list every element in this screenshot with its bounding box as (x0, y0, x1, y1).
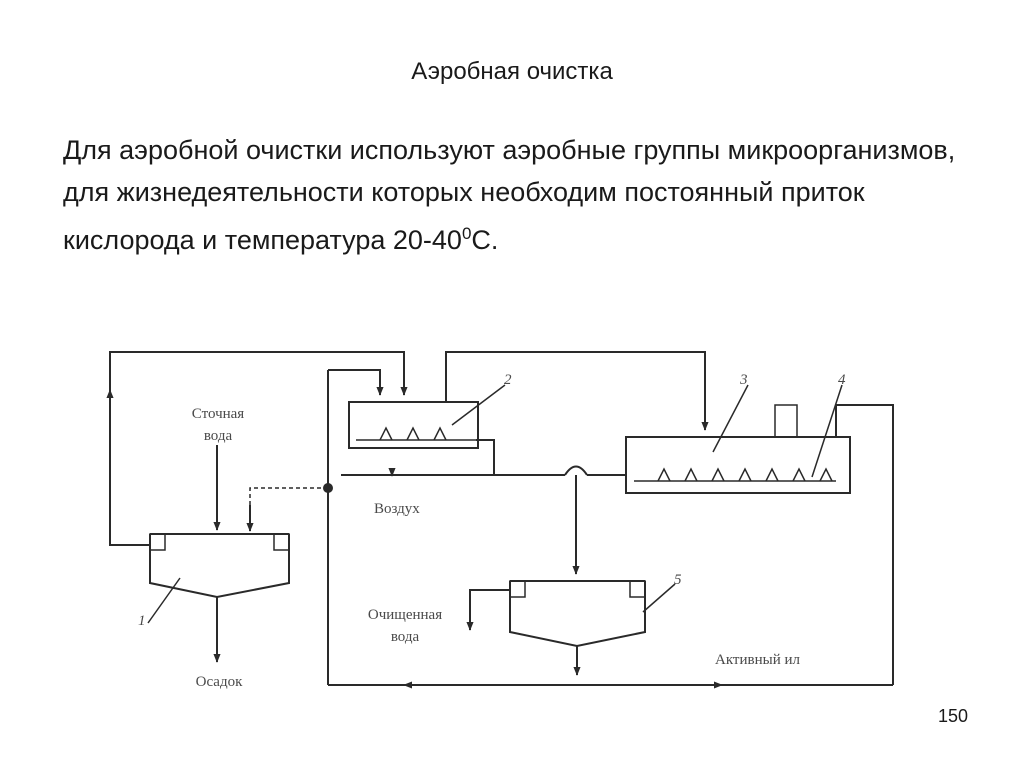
number-4: 4 (838, 372, 846, 388)
recycle-loop-line (109, 351, 408, 546)
aerotank-body (625, 436, 851, 494)
leader-line-1 (147, 577, 181, 624)
leader-line-3 (712, 384, 749, 453)
aerotank-return-line (835, 404, 894, 685)
regenerator-tank (348, 384, 506, 449)
aerotank-diffusers (657, 467, 833, 482)
tank2-to-aerotank-line (445, 351, 709, 431)
slide-title: Аэробная очистка (411, 58, 613, 85)
page-number: 150 (937, 706, 968, 726)
regenerator-tank-body (348, 401, 479, 449)
waste-water-label-1: Сточная (192, 406, 245, 422)
treated-water-label-2: вода (391, 629, 420, 645)
treated-water-arrow (466, 589, 510, 631)
body-paragraph: Для аэробной очистки используют аэробные… (63, 130, 963, 262)
primary-settler (147, 533, 290, 663)
number-5: 5 (674, 572, 682, 588)
aerotank (625, 384, 851, 494)
riser-to-tank2-arrow (328, 369, 384, 396)
leader-line-4 (811, 384, 843, 478)
secondary-settler (509, 580, 676, 676)
aerotank-top-box (774, 404, 798, 438)
number-3: 3 (739, 372, 748, 388)
sediment-label: Осадок (196, 674, 243, 690)
junction-node (323, 483, 333, 493)
dashed-feed-line (249, 487, 328, 530)
air-label: Воздух (374, 501, 420, 517)
primary-settler-trough-right (273, 533, 290, 551)
air-branch-tank2 (476, 439, 495, 475)
air-line-crossover (564, 465, 588, 476)
leader-line-5 (642, 583, 676, 613)
body-text-main: Для аэробной очистки используют аэробные… (63, 135, 956, 255)
regenerator-diffusers (379, 426, 447, 441)
number-2: 2 (504, 372, 512, 388)
active-sludge-label: Активный ил (715, 652, 800, 668)
primary-settler-trough-left (149, 533, 166, 551)
number-1: 1 (138, 613, 146, 629)
waste-water-label-2: вода (204, 428, 233, 444)
treated-water-label-1: Очищенная (368, 607, 442, 623)
secondary-settler-body (509, 581, 646, 648)
body-text-suffix: С. (471, 225, 499, 255)
leader-line-2 (451, 384, 506, 426)
body-text-superscript: 0 (461, 224, 472, 243)
secondary-settler-trough-right (629, 580, 646, 598)
secondary-settler-trough-left (509, 580, 526, 598)
primary-settler-body (149, 534, 290, 599)
